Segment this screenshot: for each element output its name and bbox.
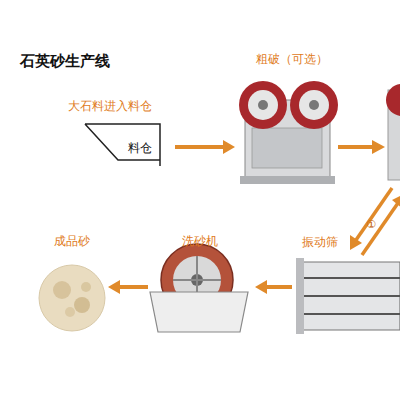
node-label: 振动筛 — [302, 235, 338, 249]
washer-node: 洗砂机 — [148, 230, 255, 335]
flow-arrow — [175, 140, 235, 154]
arrow-shaft — [265, 285, 292, 289]
sand-pile — [39, 265, 105, 331]
arrow-shaft — [175, 145, 225, 149]
arrow-shaft — [118, 285, 148, 289]
sand-washer — [150, 244, 248, 332]
flow-arrow — [108, 280, 148, 294]
hopper-outline — [85, 124, 160, 166]
arrow-head — [255, 280, 267, 294]
hopper-node: 大石料进入料仓料仓 — [40, 95, 175, 170]
screen-node: 振动筛 — [292, 232, 400, 335]
flow-arrow — [338, 140, 385, 154]
crusher-node: 粗破（可选） — [235, 50, 335, 190]
arrow-head — [108, 280, 120, 294]
flow-arrow — [255, 280, 292, 294]
node-label: 洗砂机 — [182, 234, 218, 248]
vibrating-screen — [296, 258, 400, 334]
callout-number: ① — [366, 218, 376, 231]
node-label: 料仓 — [128, 141, 152, 155]
product-node: 成品砂 — [38, 230, 108, 335]
diagram-title: 石英砂生产线 — [20, 52, 110, 71]
node-label: 成品砂 — [54, 234, 90, 248]
jaw-crusher — [239, 81, 338, 184]
arrow-head — [223, 140, 235, 154]
node-label: 粗破（可选） — [256, 52, 328, 66]
return-arrows — [350, 188, 400, 255]
input-label: 大石料进入料仓 — [68, 99, 152, 113]
fine-crusher — [386, 84, 400, 180]
